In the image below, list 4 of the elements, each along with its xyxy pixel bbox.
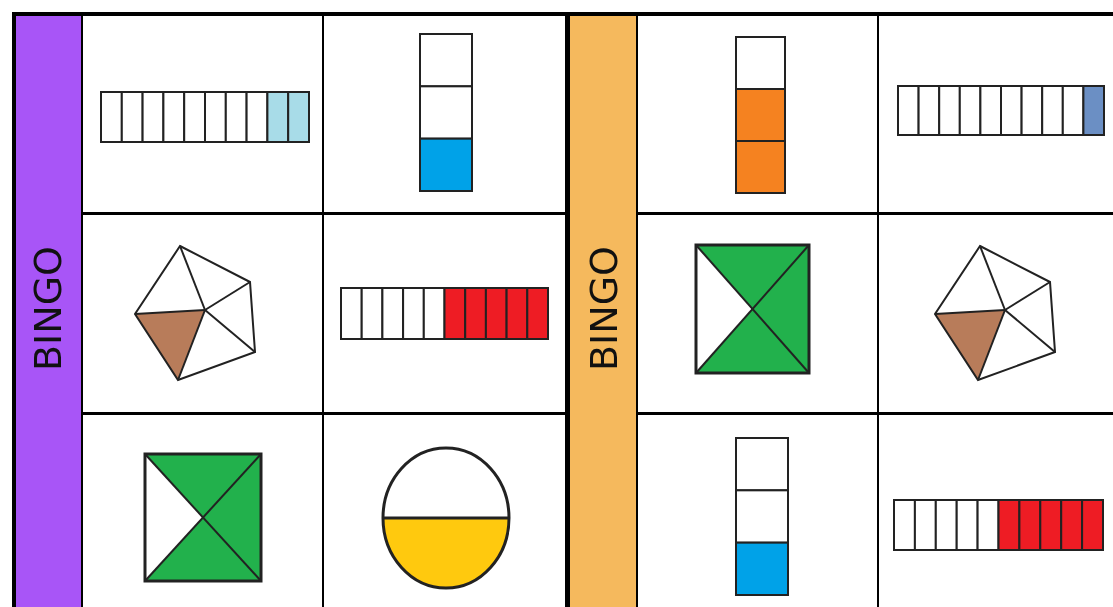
bingo-title: BINGO: [581, 246, 626, 372]
title-band: [14, 14, 82, 607]
bingo-title: BINGO: [26, 246, 70, 372]
title-band: [570, 14, 637, 607]
